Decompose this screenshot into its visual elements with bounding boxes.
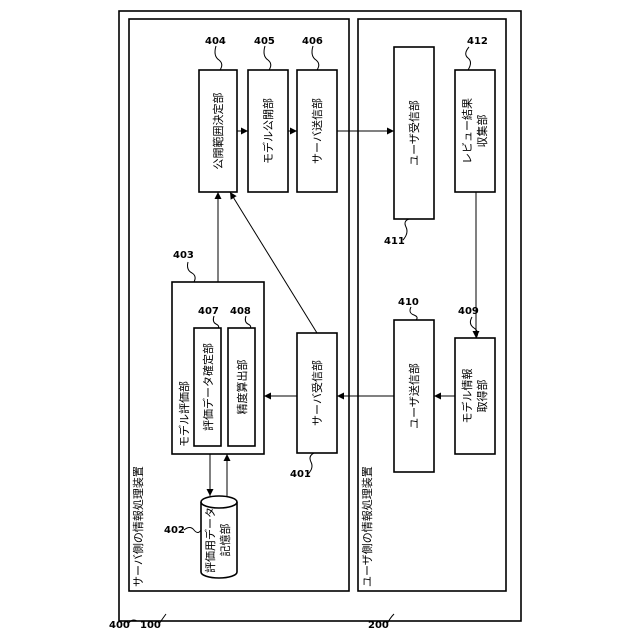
ref-200: 200 [368, 620, 389, 631]
leader-406 [312, 46, 319, 70]
user-transmitter-label: ユーザ送信部 [407, 363, 421, 429]
ref-400: 400 [109, 620, 130, 631]
user-receiver-label: ユーザ受信部 [407, 100, 421, 166]
ref-408: 408 [230, 306, 251, 317]
leader-412 [466, 47, 471, 70]
server-receiver-label: サーバ受信部 [310, 360, 324, 426]
evaluation-data-storage-label-1: 評価用データ [203, 507, 217, 573]
model-publication-label: モデル公開部 [261, 98, 275, 164]
ref-411: 411 [384, 236, 405, 247]
evaluation-data-storage-top [201, 496, 237, 508]
leader-410 [410, 307, 417, 320]
leader-100 [159, 614, 166, 624]
user-device-title: ユーザ側の情報処理装置 [361, 466, 374, 587]
model-info-acquisition-label-1: モデル情報 [460, 369, 474, 424]
publication-range-label: 公開範囲決定部 [211, 93, 225, 170]
ref-410: 410 [398, 297, 419, 308]
ref-402: 402 [164, 525, 185, 536]
review-result-collection-label-1: レビュー結果 [460, 98, 474, 164]
leader-402 [184, 528, 201, 533]
accuracy-calculation-label: 精度算出部 [235, 360, 249, 415]
leader-200 [387, 614, 394, 624]
server-transmitter-label: サーバ送信部 [310, 98, 324, 164]
ref-407: 407 [198, 306, 219, 317]
evaluation-data-storage-label-2: 記憶部 [218, 524, 232, 557]
leader-405 [264, 46, 271, 70]
model-evaluation-label: モデル評価部 [177, 381, 191, 447]
leader-404 [215, 46, 222, 70]
ref-401: 401 [290, 469, 311, 480]
review-result-collection-label-2: 収集部 [475, 115, 489, 148]
leader-409 [470, 317, 477, 338]
ref-100: 100 [140, 620, 161, 631]
leader-403 [188, 262, 196, 282]
ref-406: 406 [302, 36, 323, 47]
ref-404: 404 [205, 36, 226, 47]
evaluation-data-confirmation-label: 評価データ確定部 [201, 343, 215, 431]
ref-412: 412 [467, 36, 488, 47]
server-device-title: サーバ側の情報処理装置 [132, 466, 145, 587]
ref-403: 403 [173, 250, 194, 261]
ref-405: 405 [254, 36, 275, 47]
model-info-acquisition-label-2: 取得部 [475, 380, 489, 413]
